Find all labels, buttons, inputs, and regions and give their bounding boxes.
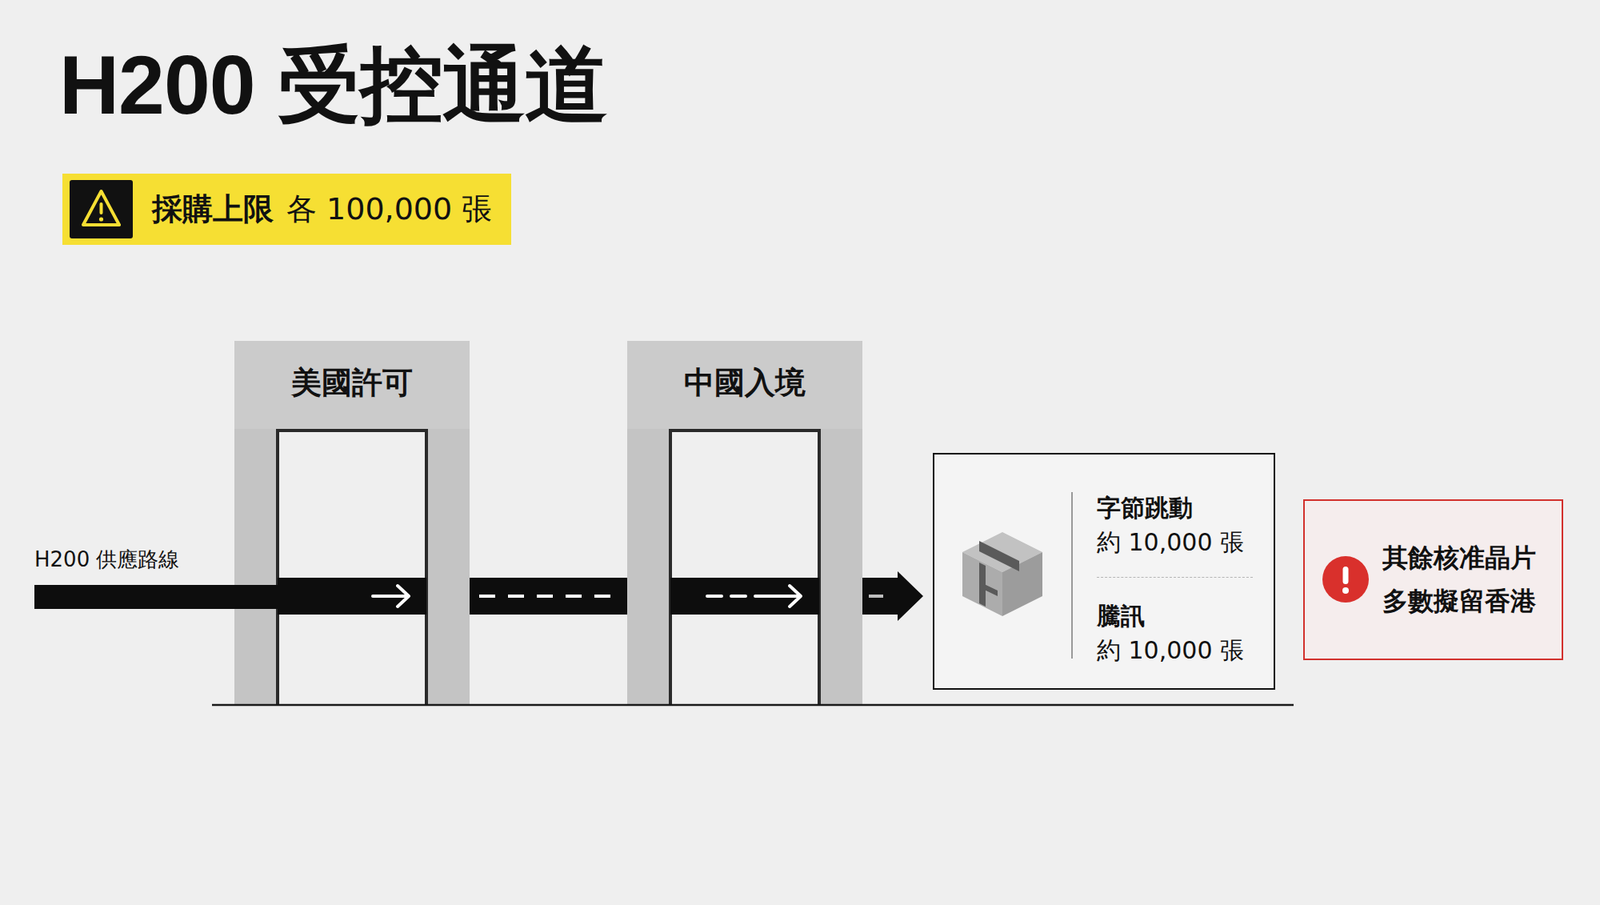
gate-frame xyxy=(234,340,470,704)
supply-bar xyxy=(277,577,427,615)
gate-frame xyxy=(627,340,863,704)
flow-bar xyxy=(862,577,898,615)
flow-dash xyxy=(508,594,524,598)
flow-dash xyxy=(594,594,611,598)
buyer-quantity: 約 10,000 張 xyxy=(1096,527,1244,558)
supply-bar xyxy=(34,584,280,609)
package-icon xyxy=(956,525,1049,619)
gate-label: 中國入境 xyxy=(627,364,863,402)
package-left xyxy=(962,552,1003,616)
alert-mark xyxy=(1342,587,1349,594)
flow-connector xyxy=(469,577,628,615)
ground-line xyxy=(212,704,1294,707)
warning-icon-bg xyxy=(69,180,133,239)
warning-mark xyxy=(100,202,104,215)
buyer-name: 騰訊 xyxy=(1096,600,1145,632)
flow-dash xyxy=(536,594,553,598)
box-node: 字節跳動約 10,000 張騰訊約 10,000 張 xyxy=(932,452,1276,690)
warning-triangle xyxy=(83,191,120,225)
warning-mark xyxy=(99,216,104,221)
diagram-title: H200 受控通道 xyxy=(59,35,608,136)
alert-node: 其餘核准晶片 多數擬留香港 xyxy=(1303,499,1564,660)
flow-dash xyxy=(565,594,582,598)
warning-icon xyxy=(69,180,133,239)
limit-heading: 採購上限 xyxy=(152,188,274,230)
route-label: H200 供應路線 xyxy=(34,547,180,572)
alert-note: 其餘核准晶片 多數擬留香港 xyxy=(1382,536,1544,624)
flow-bar xyxy=(469,577,628,615)
alert-mark xyxy=(1343,566,1349,584)
limit-value: 各 100,000 張 xyxy=(286,188,492,230)
badge-node: 採購上限各 100,000 張 xyxy=(62,173,512,245)
alert-icon xyxy=(1321,555,1370,604)
flow-connector xyxy=(862,571,924,621)
divider-dashed xyxy=(1096,576,1253,578)
buyer-name: 字節跳動 xyxy=(1096,492,1193,524)
gate-node: 中國入境 xyxy=(627,340,863,704)
divider-line xyxy=(1071,492,1073,659)
flow-dash xyxy=(479,594,496,598)
gate-label: 美國許可 xyxy=(234,364,470,402)
buyer-quantity: 約 10,000 張 xyxy=(1096,635,1244,666)
supply-bar xyxy=(670,577,820,615)
flow-arrowhead xyxy=(897,571,924,621)
package-tape xyxy=(979,562,998,607)
gate-node: 美國許可 xyxy=(234,340,470,704)
alert-circle xyxy=(1322,556,1369,603)
flow-dash xyxy=(868,594,884,598)
